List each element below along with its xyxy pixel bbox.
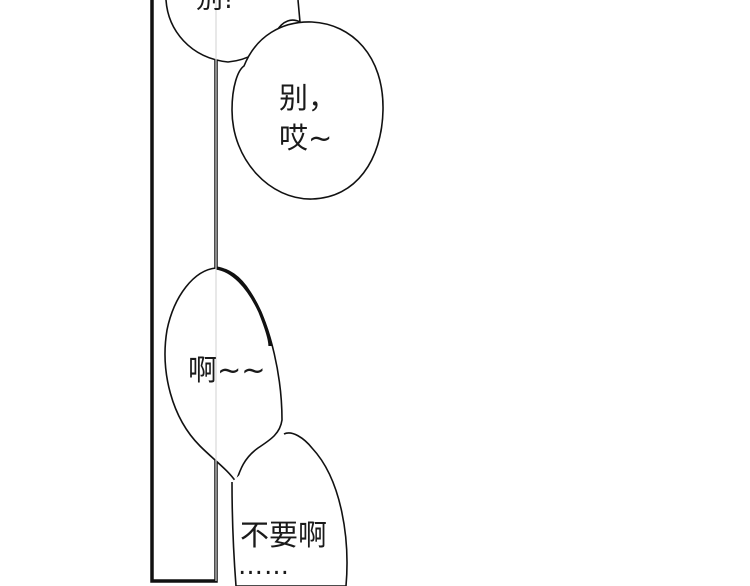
bubble-4-line-1: 不要啊: [240, 518, 328, 552]
speech-bubble-4: [231, 432, 348, 586]
speech-bubble-2: [231, 21, 384, 200]
bubble-4-line-2: ……: [238, 551, 290, 580]
bubble-1-line-1: 别!: [196, 0, 234, 15]
bubble-3-line-1: 啊~~: [188, 353, 266, 387]
bubble-2-line-2: 哎~: [279, 121, 333, 155]
bubble-2-line-1: 别，: [279, 81, 338, 115]
